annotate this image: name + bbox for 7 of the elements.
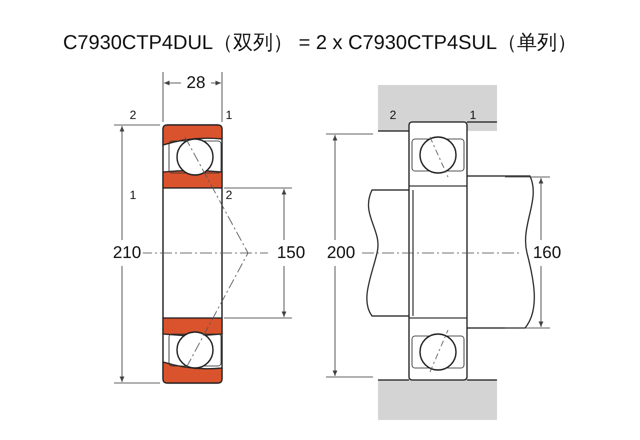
face-number: 2: [224, 188, 234, 202]
face-number: 1: [468, 108, 478, 122]
face-number: 2: [388, 108, 398, 122]
face-number: 1: [224, 108, 234, 122]
face-number: 1: [128, 188, 138, 202]
title: C7930CTP4DUL（双列） = 2 x C7930CTP4SUL（单列）: [62, 31, 578, 56]
face-number: 2: [128, 108, 138, 122]
